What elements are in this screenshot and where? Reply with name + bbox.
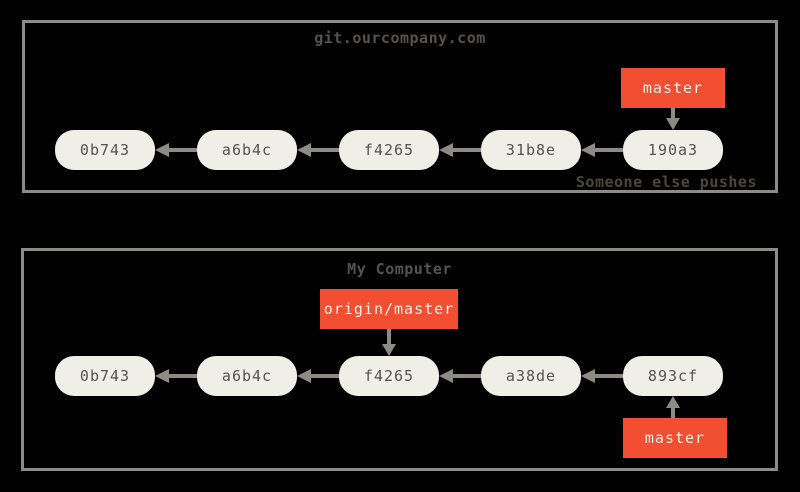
note-text: Someone else pushes	[575, 173, 757, 191]
branch-label-master-local: master	[623, 418, 727, 458]
repo-title-remote: git.ourcompany.com	[314, 29, 486, 47]
branch-arrow-up-icon	[666, 396, 680, 418]
commit-arrow-left-icon	[297, 143, 339, 157]
commit-arrow-left-icon	[581, 143, 623, 157]
commit-arrow-left-icon	[155, 369, 197, 383]
commit-node: a6b4c	[197, 130, 297, 170]
commit-node: 31b8e	[481, 130, 581, 170]
commit-node: a38de	[481, 356, 581, 396]
branch-arrow-down-icon	[666, 108, 680, 130]
commit-arrow-left-icon	[297, 369, 339, 383]
commit-node: 0b743	[55, 356, 155, 396]
commit-node: 190a3	[623, 130, 723, 170]
commit-arrow-left-icon	[439, 369, 481, 383]
commit-node: 0b743	[55, 130, 155, 170]
repo-box-remote: git.ourcompany.com master 0b743 a6b4c f4…	[22, 20, 778, 193]
commit-node: a6b4c	[197, 356, 297, 396]
branch-label-origin-master: origin/master	[320, 289, 458, 329]
commit-node: f4265	[339, 356, 439, 396]
branch-label-master-remote: master	[621, 68, 725, 108]
branch-arrow-down-icon	[382, 329, 396, 356]
commit-node: 893cf	[623, 356, 723, 396]
commit-arrow-left-icon	[581, 369, 623, 383]
repo-box-local: My Computer origin/master 0b743 a6b4c f4…	[21, 248, 778, 471]
commit-node: f4265	[339, 130, 439, 170]
repo-title-local: My Computer	[347, 260, 452, 278]
commit-arrow-left-icon	[155, 143, 197, 157]
commit-arrow-left-icon	[439, 143, 481, 157]
